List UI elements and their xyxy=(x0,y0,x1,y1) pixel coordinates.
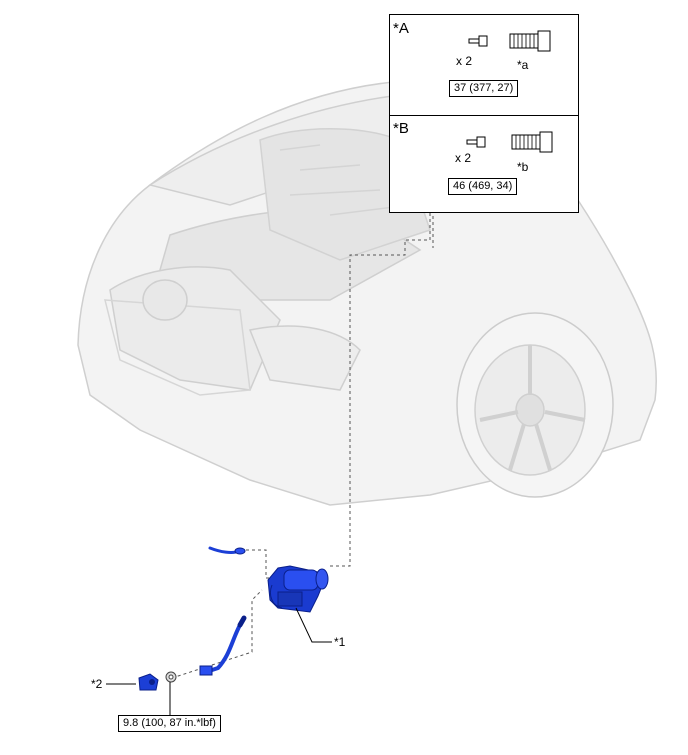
panel-a-torque-box: 37 (377, 27) xyxy=(449,80,519,97)
panel-b xyxy=(389,115,579,213)
bolt-icon xyxy=(468,35,488,47)
wire-harness xyxy=(199,546,247,676)
panel-a-bolt-label: *a xyxy=(517,58,529,72)
panel-b-quantity: x 2 xyxy=(455,151,472,165)
panel-a xyxy=(389,14,579,116)
panel-b-bolt-label: *b xyxy=(517,160,529,174)
panel-a-quantity: x 2 xyxy=(456,54,473,68)
panel-b-torque-box: 46 (469, 34) xyxy=(448,178,518,195)
terminal-nut xyxy=(165,671,177,683)
bolt-dimension-icon xyxy=(509,30,551,52)
panel-b-label: *B xyxy=(393,120,409,137)
part-2-terminal-cap xyxy=(138,673,159,691)
callout-part-1: *1 xyxy=(334,635,346,649)
panel-a-label: *A xyxy=(393,20,409,37)
starter-assembly xyxy=(267,565,329,613)
callout-part-2: *2 xyxy=(91,677,103,691)
bolt-dimension-icon xyxy=(511,131,553,153)
nut-torque-box: 9.8 (100, 87 in.*lbf) xyxy=(118,715,221,732)
bolt-icon xyxy=(466,136,486,148)
